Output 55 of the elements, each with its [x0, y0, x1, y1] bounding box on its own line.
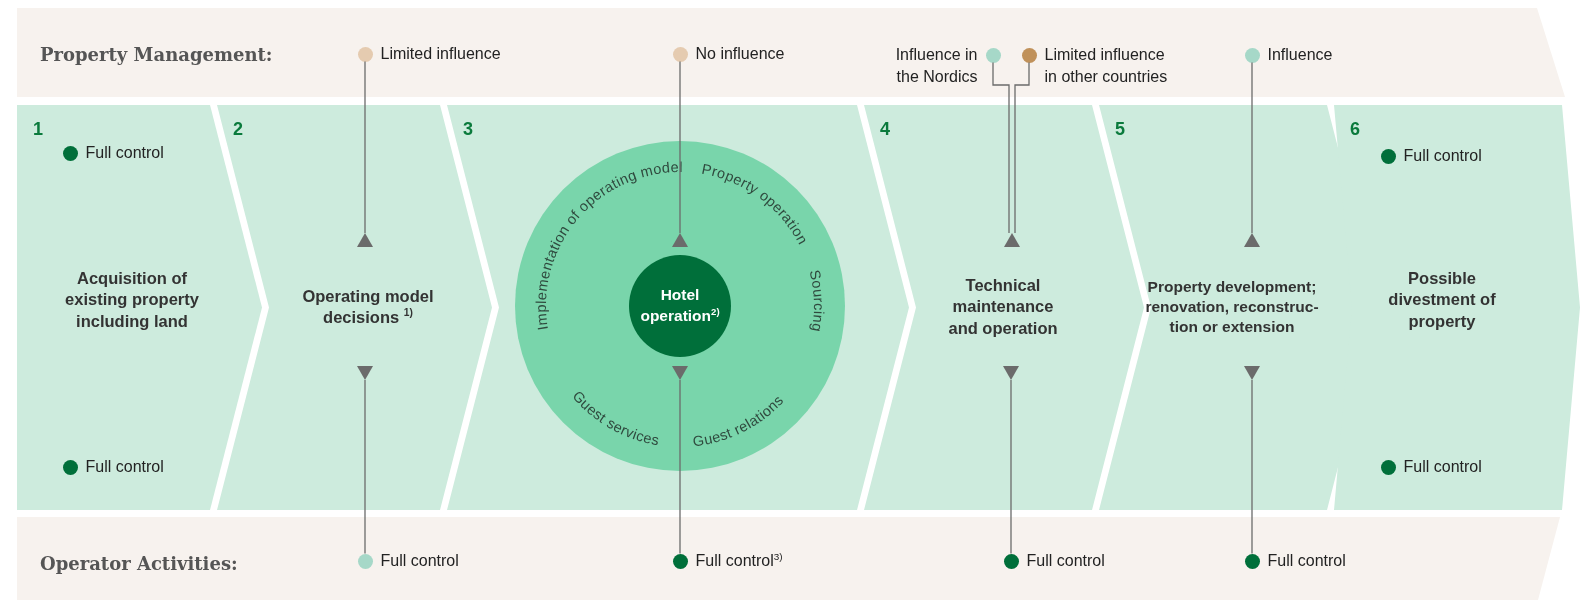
status-label: Full control — [1026, 551, 1105, 571]
status-dot — [357, 46, 373, 62]
band-background — [17, 8, 1565, 97]
status-label: Full control — [380, 551, 459, 571]
status-label: Full control — [1403, 146, 1482, 166]
status-label: Full control — [85, 143, 164, 163]
status-dot — [672, 46, 688, 62]
status-dot — [1003, 553, 1019, 569]
triangle-icon — [1244, 233, 1260, 247]
step-number: 3 — [463, 119, 473, 140]
step-number: 2 — [233, 119, 243, 140]
row-heading: Property Management: — [40, 43, 273, 65]
status-label: Full control — [85, 457, 164, 477]
triangle-icon — [357, 366, 373, 380]
step-title: Acquisition of existing property including land — [57, 267, 207, 333]
status-dot — [985, 47, 1001, 63]
connector-line — [679, 60, 681, 234]
triangle-icon — [357, 233, 373, 247]
connector-line — [1014, 61, 1030, 234]
step-number: 4 — [880, 119, 890, 140]
status-dot — [1244, 553, 1260, 569]
step-title: Property development; renovation, reconstruc-tion or extension — [1139, 276, 1325, 338]
status-label: Influence in the Nordics — [894, 45, 978, 87]
connector-line — [1010, 379, 1012, 555]
status-label: Influence — [1267, 45, 1333, 65]
connector-line — [1251, 61, 1253, 234]
status-dot — [1244, 47, 1260, 63]
triangle-icon — [1003, 366, 1019, 380]
hub-label: Hotel operation$^{2)}$ — [639, 285, 721, 326]
step-title: Technical maintenance and operation — [938, 274, 1068, 340]
connector-line — [364, 60, 366, 234]
connector-line — [364, 379, 366, 555]
status-label: Full control — [1403, 457, 1482, 477]
status-dot — [1021, 47, 1037, 63]
status-label: Full control — [1267, 551, 1346, 571]
step-title: Possible divestment of property — [1381, 267, 1503, 333]
status-dot — [357, 553, 373, 569]
step-title: Operating model decisions $^{1)}$ — [296, 285, 440, 329]
triangle-icon — [672, 366, 688, 380]
status-dot — [672, 553, 688, 569]
row-heading: Operator Activities: — [40, 552, 238, 574]
triangle-icon — [1244, 366, 1260, 380]
status-label: No influence — [695, 44, 785, 64]
status-label: Limited influence — [380, 44, 501, 64]
band-background — [17, 517, 1560, 600]
triangle-icon — [672, 233, 688, 247]
status-label: Limited influence in other countries — [1044, 45, 1169, 87]
connector-line — [679, 379, 681, 555]
connector-line — [992, 61, 1010, 234]
step-number: 6 — [1350, 119, 1360, 140]
step-number: 5 — [1115, 119, 1125, 140]
step-number: 1 — [33, 119, 43, 140]
connector-line — [1251, 379, 1253, 555]
triangle-icon — [1004, 233, 1020, 247]
status-label: Full control$^{3)}$ — [695, 550, 783, 571]
